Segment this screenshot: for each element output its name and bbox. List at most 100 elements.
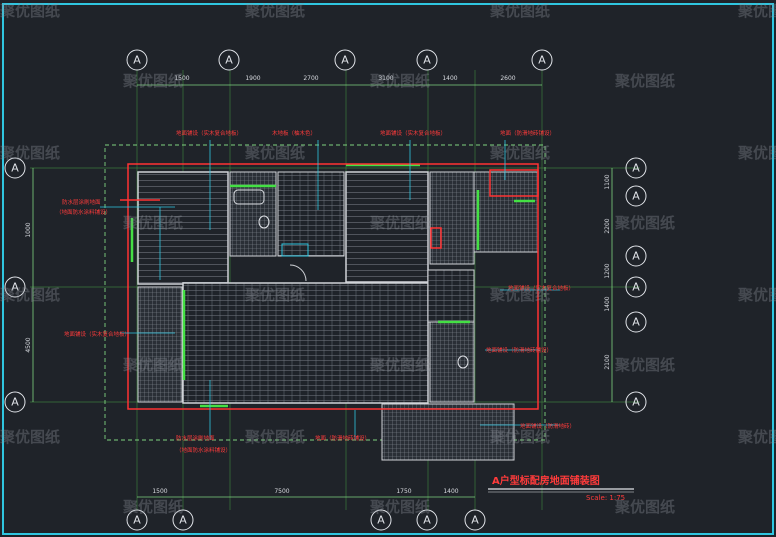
axis-label: A — [632, 190, 640, 203]
annotation: 地面铺设（防滑地砖铺设） — [486, 346, 552, 354]
watermark: 聚优图纸 — [614, 214, 675, 232]
watermark: 聚优图纸 — [244, 428, 305, 446]
dim-left: 1000 — [25, 222, 32, 237]
watermarks: 聚优图纸 聚优图纸 聚优图纸 聚优图纸 聚优图纸 聚优图纸 聚优图纸 聚优图纸 … — [0, 2, 776, 516]
dimension-lines — [32, 84, 613, 498]
dim-bottom: 1400 — [443, 488, 458, 495]
dim-bottom: 1500 — [152, 488, 167, 495]
watermark: 聚优图纸 — [122, 214, 183, 232]
axis-label: A — [11, 396, 19, 409]
dim-top: 2700 — [303, 75, 318, 82]
axis-label: A — [225, 54, 233, 67]
watermark: 聚优图纸 — [369, 356, 430, 374]
watermark: 聚优图纸 — [737, 286, 776, 304]
watermark: 聚优图纸 — [489, 428, 550, 446]
balcony-bottom — [381, 403, 515, 461]
axis-bubbles — [4, 49, 647, 531]
dim-right: 1200 — [604, 263, 611, 278]
annotation: （地面防水涂料铺设） — [56, 208, 111, 216]
dim-right: 2100 — [604, 354, 611, 369]
toilet-icon-2 — [457, 355, 469, 369]
annotation: 地面铺设（实木复合地板） — [64, 330, 130, 338]
living-east — [427, 269, 475, 323]
axis-label: A — [632, 316, 640, 329]
dim-top: 1500 — [174, 75, 189, 82]
dim-bottom: 1750 — [396, 488, 411, 495]
dim-top: 3100 — [378, 75, 393, 82]
kitchen — [473, 171, 539, 253]
watermark: 聚优图纸 — [614, 72, 675, 90]
watermark: 聚优图纸 — [489, 2, 550, 20]
axis-label: A — [632, 162, 640, 175]
annotation-leaders — [100, 140, 560, 440]
annotation: 地面铺设（实木复合地板） — [380, 129, 446, 137]
dimension-texts: 1500 1900 2700 3100 1400 2600 1500 7500 … — [25, 75, 611, 495]
axis-label: A — [423, 514, 431, 527]
axis-label: A — [632, 250, 640, 263]
annotation: 木地板（柚木色） — [272, 129, 316, 137]
axis-labels: A A A A A A A A A A A A A A A A A A A — [11, 54, 640, 527]
corridor-top — [277, 171, 345, 257]
axis-label: A — [11, 281, 19, 294]
fixtures — [233, 189, 469, 369]
outer-dashed-outline — [104, 144, 546, 441]
annotation: 防水层涂刷地面 — [62, 198, 101, 206]
watermark: 聚优图纸 — [244, 144, 305, 162]
green-accents — [130, 163, 535, 408]
annotation: 地面铺设（实木复合地板） — [508, 284, 574, 292]
watermark: 聚优图纸 — [122, 72, 183, 90]
watermark: 聚优图纸 — [614, 356, 675, 374]
watermark: 聚优图纸 — [244, 2, 305, 20]
watermark: 聚优图纸 — [737, 428, 776, 446]
dim-top: 1900 — [245, 75, 260, 82]
red-accents — [120, 163, 539, 410]
axis-label: A — [632, 396, 640, 409]
watermark: 聚优图纸 — [489, 144, 550, 162]
dim-top: 1400 — [442, 75, 457, 82]
watermark: 聚优图纸 — [369, 72, 430, 90]
axis-label: A — [133, 54, 141, 67]
axis-label: A — [538, 54, 546, 67]
watermark: 聚优图纸 — [244, 286, 305, 304]
entry-room — [429, 171, 475, 265]
axis-label: A — [471, 514, 479, 527]
annotation: （地面防水涂料铺设） — [176, 446, 231, 454]
axis-label: A — [377, 514, 385, 527]
dim-right: 1400 — [604, 296, 611, 311]
watermark: 聚优图纸 — [122, 498, 183, 516]
bedroom-middle — [345, 171, 429, 283]
axis-label: A — [179, 514, 187, 527]
dim-right: 2200 — [604, 218, 611, 233]
room-annotations: 地面铺设（实木复合地板） 木地板（柚木色） 地面铺设（实木复合地板） 地面（防滑… — [56, 129, 575, 454]
dim-right: 1100 — [604, 174, 611, 189]
door-swing-icon — [289, 264, 307, 282]
living-room — [182, 282, 429, 404]
balcony-left — [137, 286, 183, 403]
watermark: 聚优图纸 — [369, 498, 430, 516]
watermark: 聚优图纸 — [489, 286, 550, 304]
axis-label: A — [423, 54, 431, 67]
watermark: 聚优图纸 — [0, 286, 60, 304]
annotation: 防水层涂刷地面 — [176, 434, 215, 442]
dim-bottom: 7500 — [274, 488, 289, 495]
watermark: 聚优图纸 — [0, 2, 60, 20]
dim-left: 4500 — [25, 337, 32, 352]
stair-icon — [281, 243, 309, 257]
rooms — [137, 171, 539, 461]
drawing-title: A户型标配房地面铺装图 — [492, 474, 600, 487]
axis-label: A — [133, 514, 141, 527]
annotation: 地面铺设（实木复合地板） — [176, 129, 242, 137]
watermark: 聚优图纸 — [614, 498, 675, 516]
watermark: 聚优图纸 — [737, 144, 776, 162]
bathroom-1 — [229, 171, 277, 257]
watermark: 聚优图纸 — [0, 144, 60, 162]
axis-label: A — [11, 162, 19, 175]
bathtub-icon — [233, 189, 265, 205]
annotation: 地面铺设（防滑地砖） — [520, 422, 575, 430]
drawing-scale: Scale: 1:75 — [586, 494, 625, 502]
watermark: 聚优图纸 — [0, 428, 60, 446]
watermark: 聚优图纸 — [369, 214, 430, 232]
sheet-frame — [2, 3, 774, 535]
axis-label: A — [341, 54, 349, 67]
